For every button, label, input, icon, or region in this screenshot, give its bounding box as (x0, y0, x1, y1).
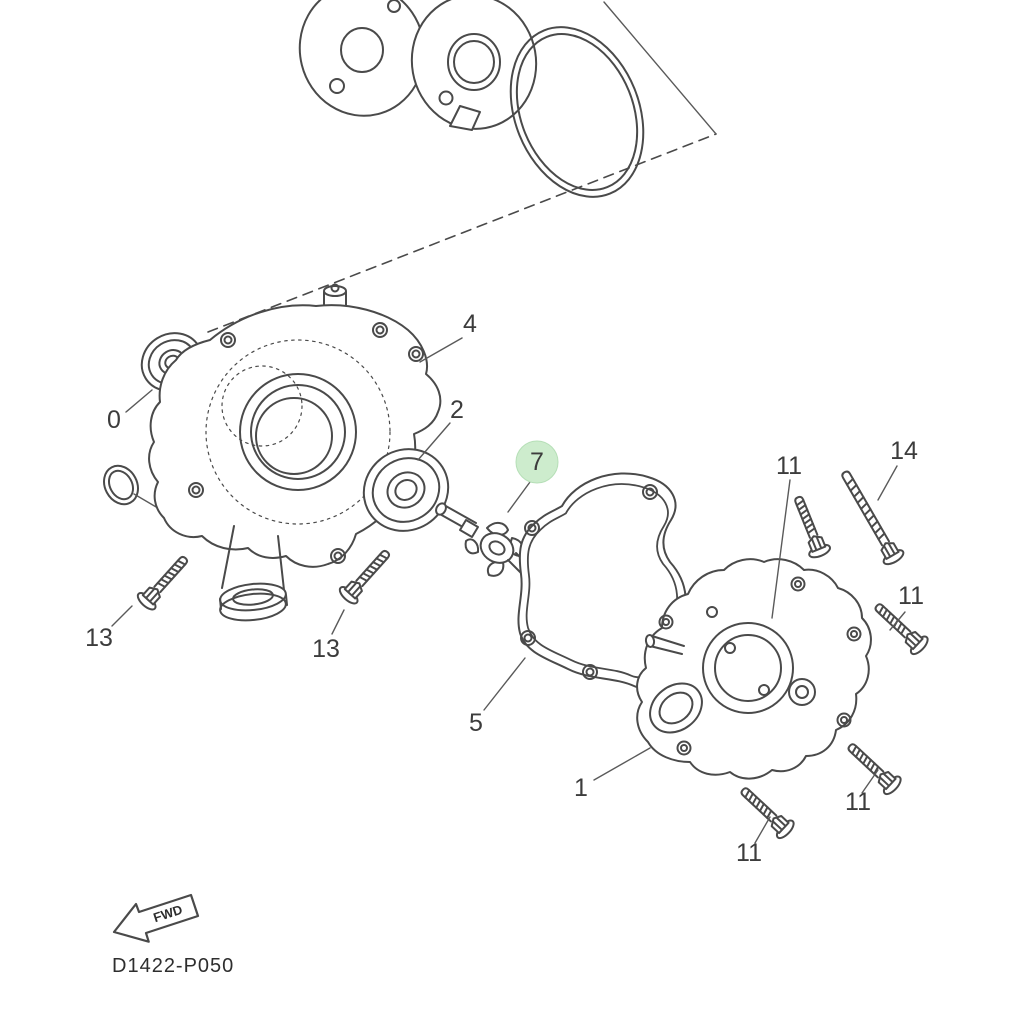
part-label-13-a: 13 (85, 624, 113, 652)
part-label-14: 14 (890, 437, 918, 465)
part-label-0: 0 (107, 406, 121, 434)
part-label-11-d: 11 (736, 839, 762, 867)
cover-outlet-pipe (649, 682, 703, 734)
assembly-axis-line (207, 133, 717, 333)
highlighted-part-circle (515, 440, 559, 484)
top-leader-line (603, 1, 717, 135)
leader-lines (111, 337, 906, 844)
part-label-7: 7 (530, 448, 544, 476)
impeller-part-7 (435, 502, 532, 577)
part-label-4: 4 (463, 310, 477, 338)
housing-outlet-spout (219, 525, 288, 622)
part-label-11-b: 11 (898, 582, 924, 610)
part-labels: 0 4 2 7 5 1 13 13 11 14 11 11 11 (85, 310, 924, 867)
fwd-direction-arrow: FWD (112, 893, 200, 943)
bearing-part-2 (362, 448, 450, 532)
part-label-11-c: 11 (845, 788, 871, 816)
pump-cover-part-1 (636, 558, 872, 780)
o-ring-large (509, 26, 645, 198)
part-label-11-a: 11 (776, 452, 802, 480)
rotor-disc-right (410, 0, 538, 131)
cover-bolt-ears (658, 576, 862, 756)
part-label-5: 5 (469, 709, 483, 737)
bolt-part-13-a (134, 549, 195, 614)
bolt-part-11-d (734, 780, 798, 842)
housing-bolt-ears (188, 322, 424, 564)
bolt-part-14 (833, 465, 907, 568)
part-label-1: 1 (574, 774, 588, 802)
bolt-part-11-a (786, 492, 833, 561)
part-label-13-b: 13 (312, 635, 340, 663)
cover-bleed-nipple (644, 634, 685, 655)
o-ring-small (103, 464, 139, 506)
diagram-code: D1422-P050 (112, 955, 234, 977)
part-label-2: 2 (450, 396, 464, 424)
